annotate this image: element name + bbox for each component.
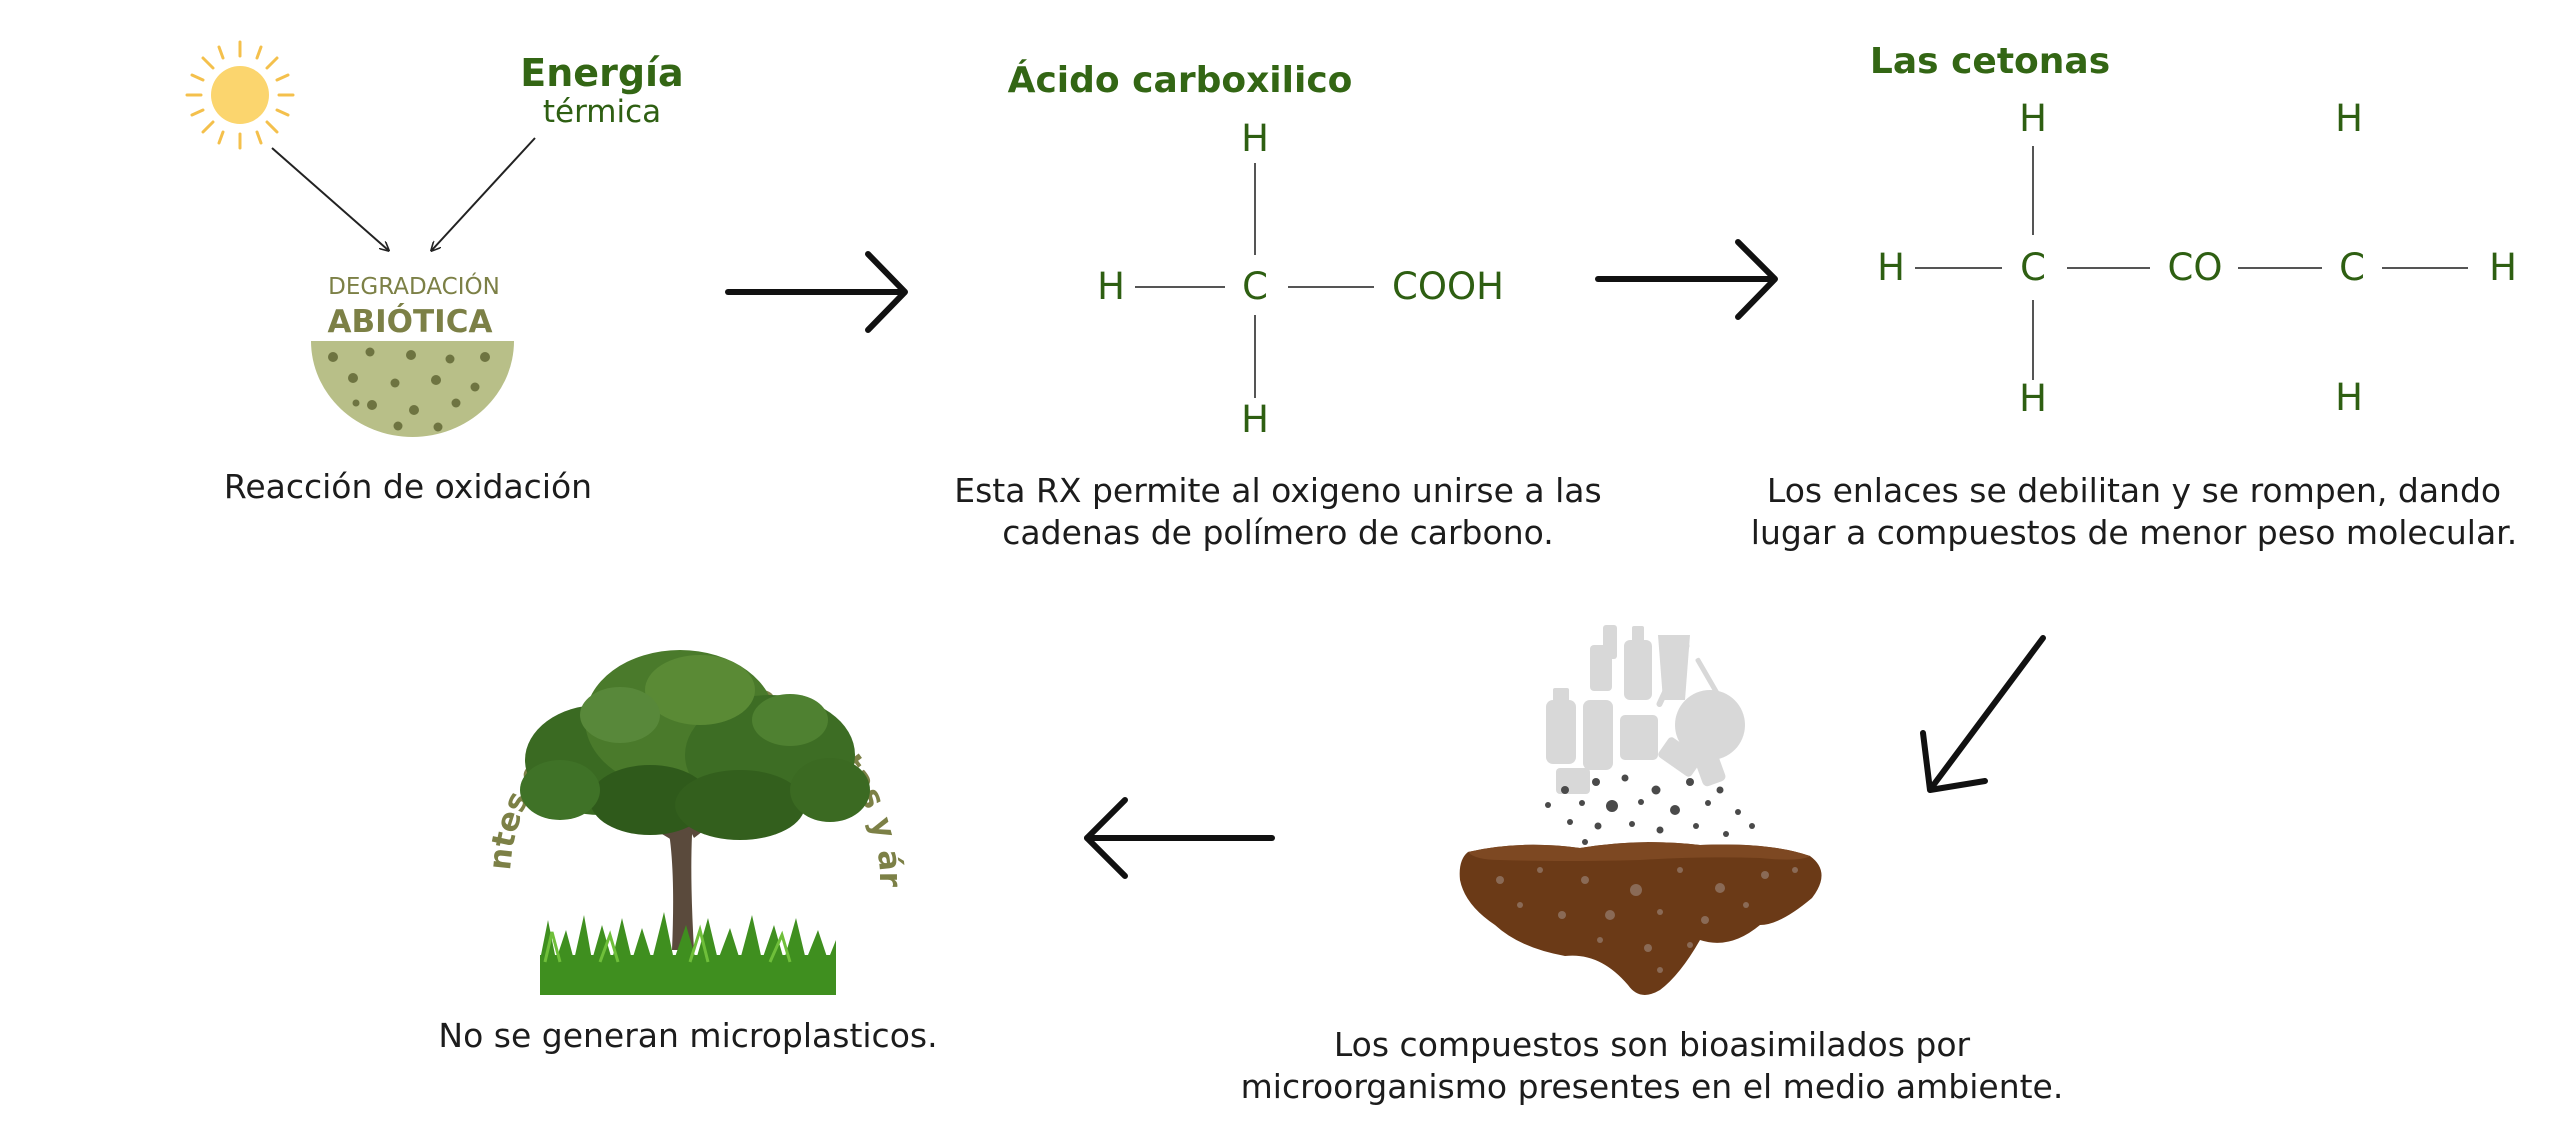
ketones-title: Las cetonas [1870, 41, 2110, 82]
oxidation-step: Energía térmica DEGRADACIÓN ABIÓTICA Rea… [185, 40, 684, 506]
ketones-caption-2: lugar a compuestos de menor peso molecul… [1751, 513, 2517, 552]
atom-c2: C [2339, 246, 2365, 289]
soil-bowl-icon [311, 341, 514, 437]
atom-c1-h-bottom: H [2019, 377, 2047, 420]
soil-mound-icon [1459, 842, 1822, 995]
bioassimilation-caption-2: microorganismo presentes en el medio amb… [1241, 1067, 2064, 1106]
arrow-down-left-icon [1920, 635, 2046, 793]
atom-c-center: C [1242, 265, 1268, 308]
energy-to-degradation-arrow [432, 137, 536, 250]
arrow-left-icon [1084, 797, 1275, 879]
oxidation-caption: Reacción de oxidación [224, 467, 592, 506]
atom-h-bottom: H [1241, 398, 1269, 441]
carboxylic-acid-step: Ácido carboxilico H H C COOH H Esta RX p… [954, 59, 1601, 552]
ketones-step: Las cetonas H C CO C H H H H H Los enlac… [1751, 41, 2517, 552]
nutrients-step: Nutrientes esenciales para plantas y árb… [0, 0, 938, 1055]
atom-h-left: H [1097, 265, 1125, 308]
plastic-waste-icon [1546, 625, 1745, 794]
atom-c2-h-top: H [2335, 97, 2363, 140]
nutrients-caption: No se generan microplasticos. [438, 1016, 937, 1055]
tree-icon [520, 650, 870, 995]
sun-icon [185, 40, 295, 150]
particles-icon [1545, 774, 1755, 855]
degradation-label-1: DEGRADACIÓN [328, 272, 500, 300]
group-co: CO [2168, 246, 2223, 289]
group-cooh: COOH [1392, 265, 1504, 308]
atom-h-right: H [2489, 246, 2517, 289]
ketone-molecule: H C CO C H H H H H [1877, 97, 2517, 420]
atom-c1: C [2020, 246, 2046, 289]
carboxylic-caption-1: Esta RX permite al oxigeno unirse a las [954, 471, 1601, 510]
degradation-label-2: ABIÓTICA [328, 303, 493, 340]
arrow-right-icon [1595, 239, 1778, 320]
ketones-caption-1: Los enlaces se debilitan y se rompen, da… [1767, 471, 2501, 510]
atom-h-top: H [1241, 117, 1269, 160]
carboxylic-title: Ácido carboxilico [1008, 59, 1353, 101]
sun-to-degradation-arrow [271, 147, 388, 250]
carboxylic-acid-molecule: H H C COOH H [1097, 117, 1504, 441]
bioassimilation-step: Los compuestos son bioasimilados por mic… [1241, 625, 2064, 1106]
carboxylic-caption-2: cadenas de polímero de carbono. [1002, 513, 1553, 552]
atom-c1-h-top: H [2019, 97, 2047, 140]
energy-subtitle: térmica [543, 94, 661, 130]
arrow-right-icon [725, 251, 908, 333]
atom-h-left: H [1877, 246, 1905, 289]
atom-c2-h-bottom: H [2335, 376, 2363, 419]
energy-title: Energía [520, 51, 683, 95]
bioassimilation-caption-1: Los compuestos son bioasimilados por [1334, 1025, 1971, 1064]
